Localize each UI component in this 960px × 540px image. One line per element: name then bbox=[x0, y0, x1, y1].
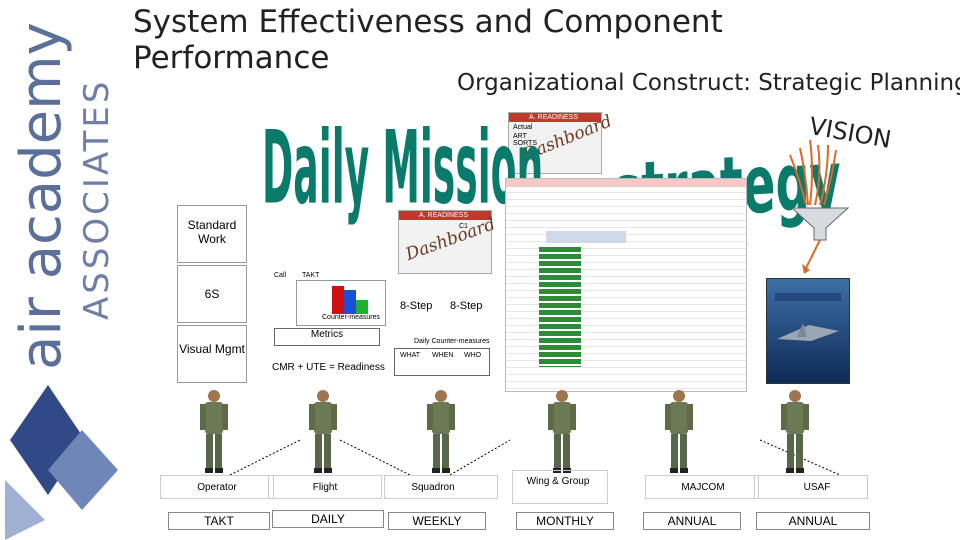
level-box-operator bbox=[160, 475, 274, 499]
slide-subtitle: Organizational Construct: Strategic Plan… bbox=[457, 70, 960, 96]
slide-title: System Effectiveness and Component Perfo… bbox=[133, 4, 723, 76]
soldier-figure bbox=[662, 388, 696, 479]
level-label-wing: Wing & Group bbox=[526, 476, 590, 487]
brand-line1: air academy bbox=[9, 22, 74, 370]
brand-logo: air academy ASSOCIATES bbox=[5, 22, 118, 540]
thumbnail-header: A. READINESS bbox=[509, 113, 601, 122]
thumbnail-cell: C1 bbox=[459, 223, 468, 230]
level-label-operator: Operator bbox=[197, 482, 237, 493]
soldier-figure bbox=[545, 388, 579, 479]
connector-line bbox=[449, 439, 511, 476]
level-label-flight: Flight bbox=[312, 482, 338, 493]
thumbnail-row: SORTS bbox=[513, 140, 537, 147]
brand-diamond-icon bbox=[48, 430, 118, 510]
eight-step-2: 8-Step bbox=[450, 300, 483, 312]
thumbnail-cell: Actual bbox=[513, 124, 533, 131]
dashboard-thumbnail: A. READINESS Actual ART SORTS bbox=[508, 112, 602, 174]
cadence-daily: DAILY bbox=[272, 510, 384, 528]
soldier-figure bbox=[424, 388, 458, 479]
daily-mission-wordart: Daily Mission bbox=[262, 108, 544, 227]
funnel-icon bbox=[790, 207, 850, 241]
call-label: Call bbox=[274, 272, 287, 279]
level-box-flight bbox=[268, 475, 382, 499]
when-label: WHEN bbox=[432, 352, 454, 359]
cadence-takt: TAKT bbox=[168, 512, 270, 530]
soldier-figure bbox=[778, 388, 812, 479]
visual-mgmt-box: Visual Mgmt bbox=[177, 325, 247, 383]
brand-diamond-icon bbox=[5, 480, 45, 540]
soldier-figure bbox=[197, 388, 231, 479]
who-label: WHO bbox=[464, 352, 482, 359]
dashboard-spreadsheet-image bbox=[505, 178, 747, 392]
level-box-majcom bbox=[645, 475, 759, 499]
cadence-annual-majcom: ANNUAL bbox=[643, 512, 741, 530]
level-label-usaf: USAF bbox=[803, 482, 831, 493]
connector-line bbox=[759, 439, 841, 476]
bar-red bbox=[332, 286, 344, 314]
daily-countermeasures-label: Daily Counter-measures bbox=[414, 338, 490, 345]
level-label-majcom: MAJCOM bbox=[681, 482, 725, 493]
readiness-label: CMR + UTE = Readiness bbox=[272, 362, 385, 373]
level-box-squadron bbox=[384, 475, 498, 499]
soldier-figure bbox=[306, 388, 340, 479]
dashboard-thumbnail: A. READINESS C1 bbox=[398, 210, 492, 274]
eight-step-1: 8-Step bbox=[400, 300, 433, 312]
thumbnail-row: ART bbox=[513, 133, 527, 140]
takt-label: TAKT bbox=[302, 272, 320, 279]
level-label-squadron: Squadron bbox=[411, 482, 455, 493]
bar-green bbox=[356, 300, 368, 314]
level-box-usaf bbox=[754, 475, 868, 499]
countermeasures-label: Counter-measures bbox=[322, 314, 380, 321]
connector-line bbox=[229, 439, 301, 476]
what-label: WHAT bbox=[400, 352, 421, 359]
takt-chart bbox=[296, 280, 386, 326]
strategic-plan-cover-image bbox=[766, 278, 850, 384]
soldiers-row bbox=[229, 439, 841, 476]
standard-work-box: Standard Work bbox=[177, 205, 247, 263]
cadence-monthly: MONTHLY bbox=[516, 512, 614, 530]
cadence-weekly: WEEKLY bbox=[388, 512, 486, 530]
level-box-wing bbox=[512, 470, 608, 504]
thumbnail-header: A. READINESS bbox=[399, 211, 491, 220]
six-s-box: 6S bbox=[177, 265, 247, 323]
connector-line bbox=[339, 439, 411, 476]
funnel-arrows-icon bbox=[789, 140, 850, 274]
bar-blue bbox=[344, 290, 356, 314]
process-diagram: Call TAKT Counter-measures Metrics 8-Ste… bbox=[262, 268, 502, 384]
brand-line2: ASSOCIATES bbox=[77, 79, 117, 320]
cadence-annual-usaf: ANNUAL bbox=[756, 512, 870, 530]
metrics-label: Metrics bbox=[274, 328, 380, 346]
